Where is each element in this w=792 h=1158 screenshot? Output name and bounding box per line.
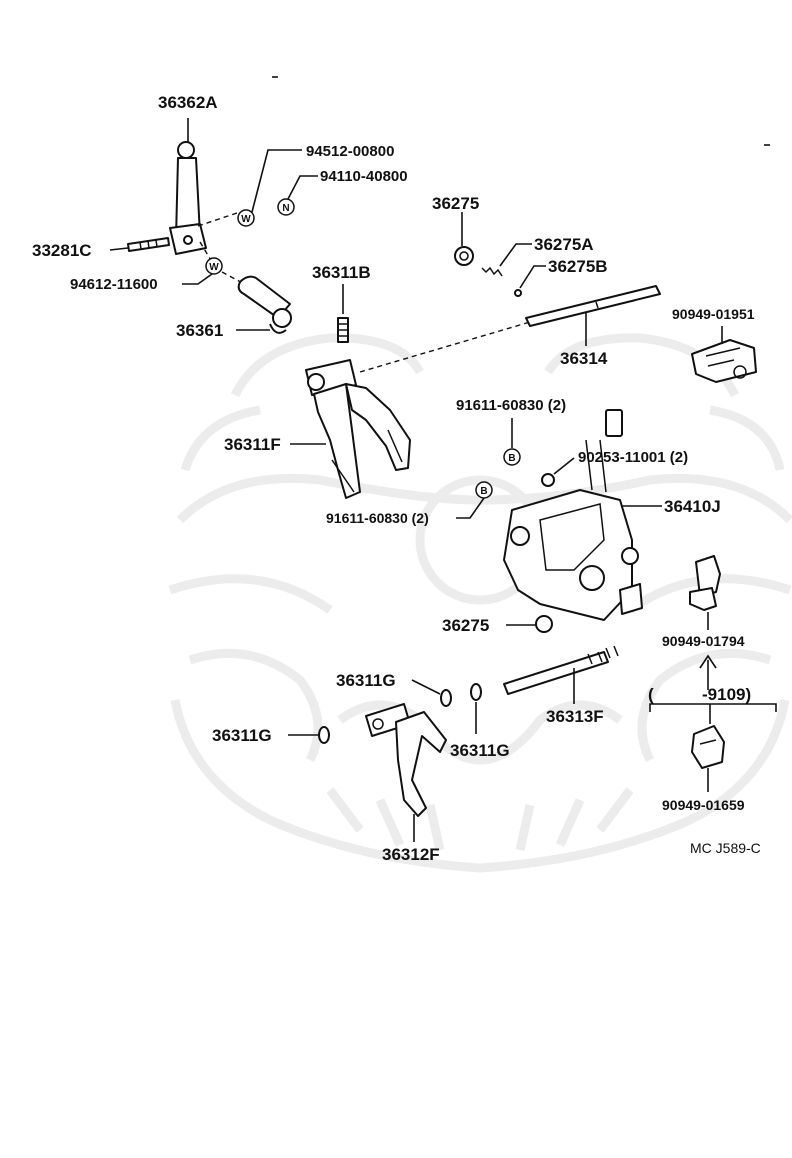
part-36275B-drawing	[514, 289, 522, 297]
badge-b1-letter: B	[508, 453, 515, 464]
part-36275-top-drawing	[454, 246, 474, 266]
assembly-line	[197, 211, 241, 227]
label-36361: 36361	[176, 321, 223, 340]
part-36311G-b-drawing	[470, 683, 482, 701]
label-36275A: 36275A	[534, 235, 594, 254]
part-36275A-drawing	[481, 266, 503, 277]
figure-code: MC J589-C	[690, 840, 761, 856]
label-91611-60830-top: 91611-60830 (2)	[456, 397, 566, 414]
label-90949-01794: 90949-01794	[662, 633, 745, 649]
part-36312F-drawing	[365, 703, 447, 817]
label-91611-60830-bottom: 91611-60830 (2)	[326, 510, 429, 526]
label-94612-11600: 94612-11600	[70, 276, 158, 293]
label-90949-01951: 90949-01951	[672, 306, 755, 322]
range-bracket	[649, 703, 777, 712]
part-36311G-c-drawing	[318, 726, 330, 744]
leader-91611-bottom	[456, 497, 485, 519]
label-36362A: 36362A	[158, 93, 218, 112]
leader-94110	[287, 175, 318, 200]
part-90949-01659-drawing	[691, 725, 725, 769]
watermark-emblem	[168, 333, 792, 873]
leader-94512	[251, 149, 302, 213]
assembly-line	[221, 271, 249, 287]
leader-33281C	[109, 247, 129, 251]
part-90949-01951-drawing	[691, 339, 757, 383]
part-36311B-drawing	[337, 317, 349, 343]
badge-w-letter: W	[241, 214, 251, 225]
part-36311F-drawing	[305, 359, 411, 499]
label-36311F: 36311F	[224, 435, 281, 454]
label-33281C: 33281C	[32, 241, 92, 260]
label-36311G-a: 36311G	[336, 671, 396, 690]
range-open-paren: (	[648, 685, 654, 704]
label-90253-11001: 90253-11001 (2)	[578, 449, 688, 466]
leader-36275A	[499, 243, 532, 267]
leader-36275B	[519, 265, 546, 289]
label-36311G-b: 36311G	[450, 741, 510, 760]
part-36311G-a-drawing	[440, 689, 452, 707]
badge-b2-letter: B	[480, 486, 487, 497]
label-90949-01659: 90949-01659	[662, 797, 745, 813]
part-90253-drawing	[541, 409, 623, 487]
washer-badge-w	[237, 209, 255, 227]
label-36410J: 36410J	[664, 497, 721, 516]
part-36361-drawing	[237, 275, 292, 334]
label-36312F: 36312F	[382, 845, 440, 864]
badge-w2-letter: W	[209, 262, 219, 273]
label-36313F: 36313F	[546, 707, 604, 726]
leader-36311G-a	[411, 679, 441, 695]
bolt-badge-b-top	[503, 448, 521, 466]
part-36275-mid-drawing	[535, 615, 553, 633]
label-94512-00800: 94512-00800	[306, 143, 394, 160]
assembly-line	[359, 321, 531, 373]
part-33281C-drawing	[127, 237, 170, 252]
washer-badge-w-lower	[205, 257, 223, 275]
part-36314-drawing	[525, 285, 661, 327]
upward-arrow	[699, 654, 717, 690]
label-36275-mid: 36275	[442, 616, 489, 635]
part-36362A-drawing	[169, 141, 207, 255]
label-36275-top: 36275	[432, 194, 479, 213]
part-36313F-drawing	[503, 645, 619, 695]
label-36275B: 36275B	[548, 257, 608, 276]
label-36314: 36314	[560, 349, 608, 368]
nut-badge-n	[277, 198, 295, 216]
leader-90253	[553, 457, 575, 475]
part-90949-01794-drawing	[689, 555, 721, 611]
range-label: -9109)	[702, 685, 751, 704]
label-94110-40800: 94110-40800	[320, 168, 408, 185]
label-36311B: 36311B	[312, 263, 371, 282]
badge-n-letter: N	[282, 203, 289, 214]
label-36311G-c: 36311G	[212, 726, 272, 745]
leader-94612	[182, 273, 213, 285]
part-36410J-drawing	[503, 439, 643, 621]
